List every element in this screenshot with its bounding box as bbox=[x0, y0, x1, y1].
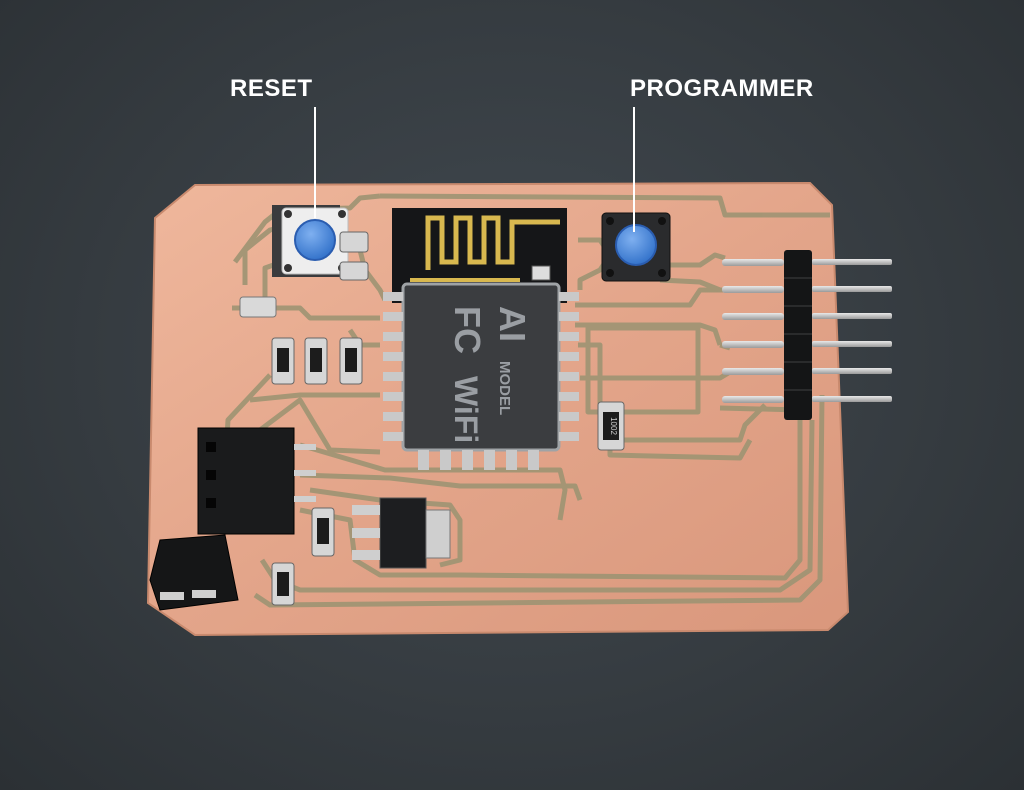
programmer-callout-label: PROGRAMMER bbox=[630, 75, 814, 102]
voltage-regulator bbox=[352, 497, 451, 569]
module-fcc-mark: FC bbox=[447, 306, 488, 354]
pcb-traces bbox=[207, 193, 830, 608]
smd-components: 1002 bbox=[239, 231, 625, 606]
pin-header bbox=[722, 250, 892, 420]
callout-lines bbox=[314, 107, 635, 232]
module-model-text: MODEL bbox=[496, 361, 513, 415]
female-header bbox=[149, 427, 316, 611]
pcb-antenna bbox=[425, 215, 560, 270]
module-ai-mark: AI bbox=[492, 306, 533, 342]
programmer-button bbox=[601, 212, 671, 282]
resistor-marking: 1002 bbox=[609, 417, 618, 435]
esp-wifi-module: AI MODEL FC WiFi bbox=[383, 208, 579, 470]
module-wifi-badge: WiFi bbox=[448, 376, 484, 443]
reset-button bbox=[272, 205, 349, 277]
reset-callout-label: RESET bbox=[230, 75, 313, 102]
